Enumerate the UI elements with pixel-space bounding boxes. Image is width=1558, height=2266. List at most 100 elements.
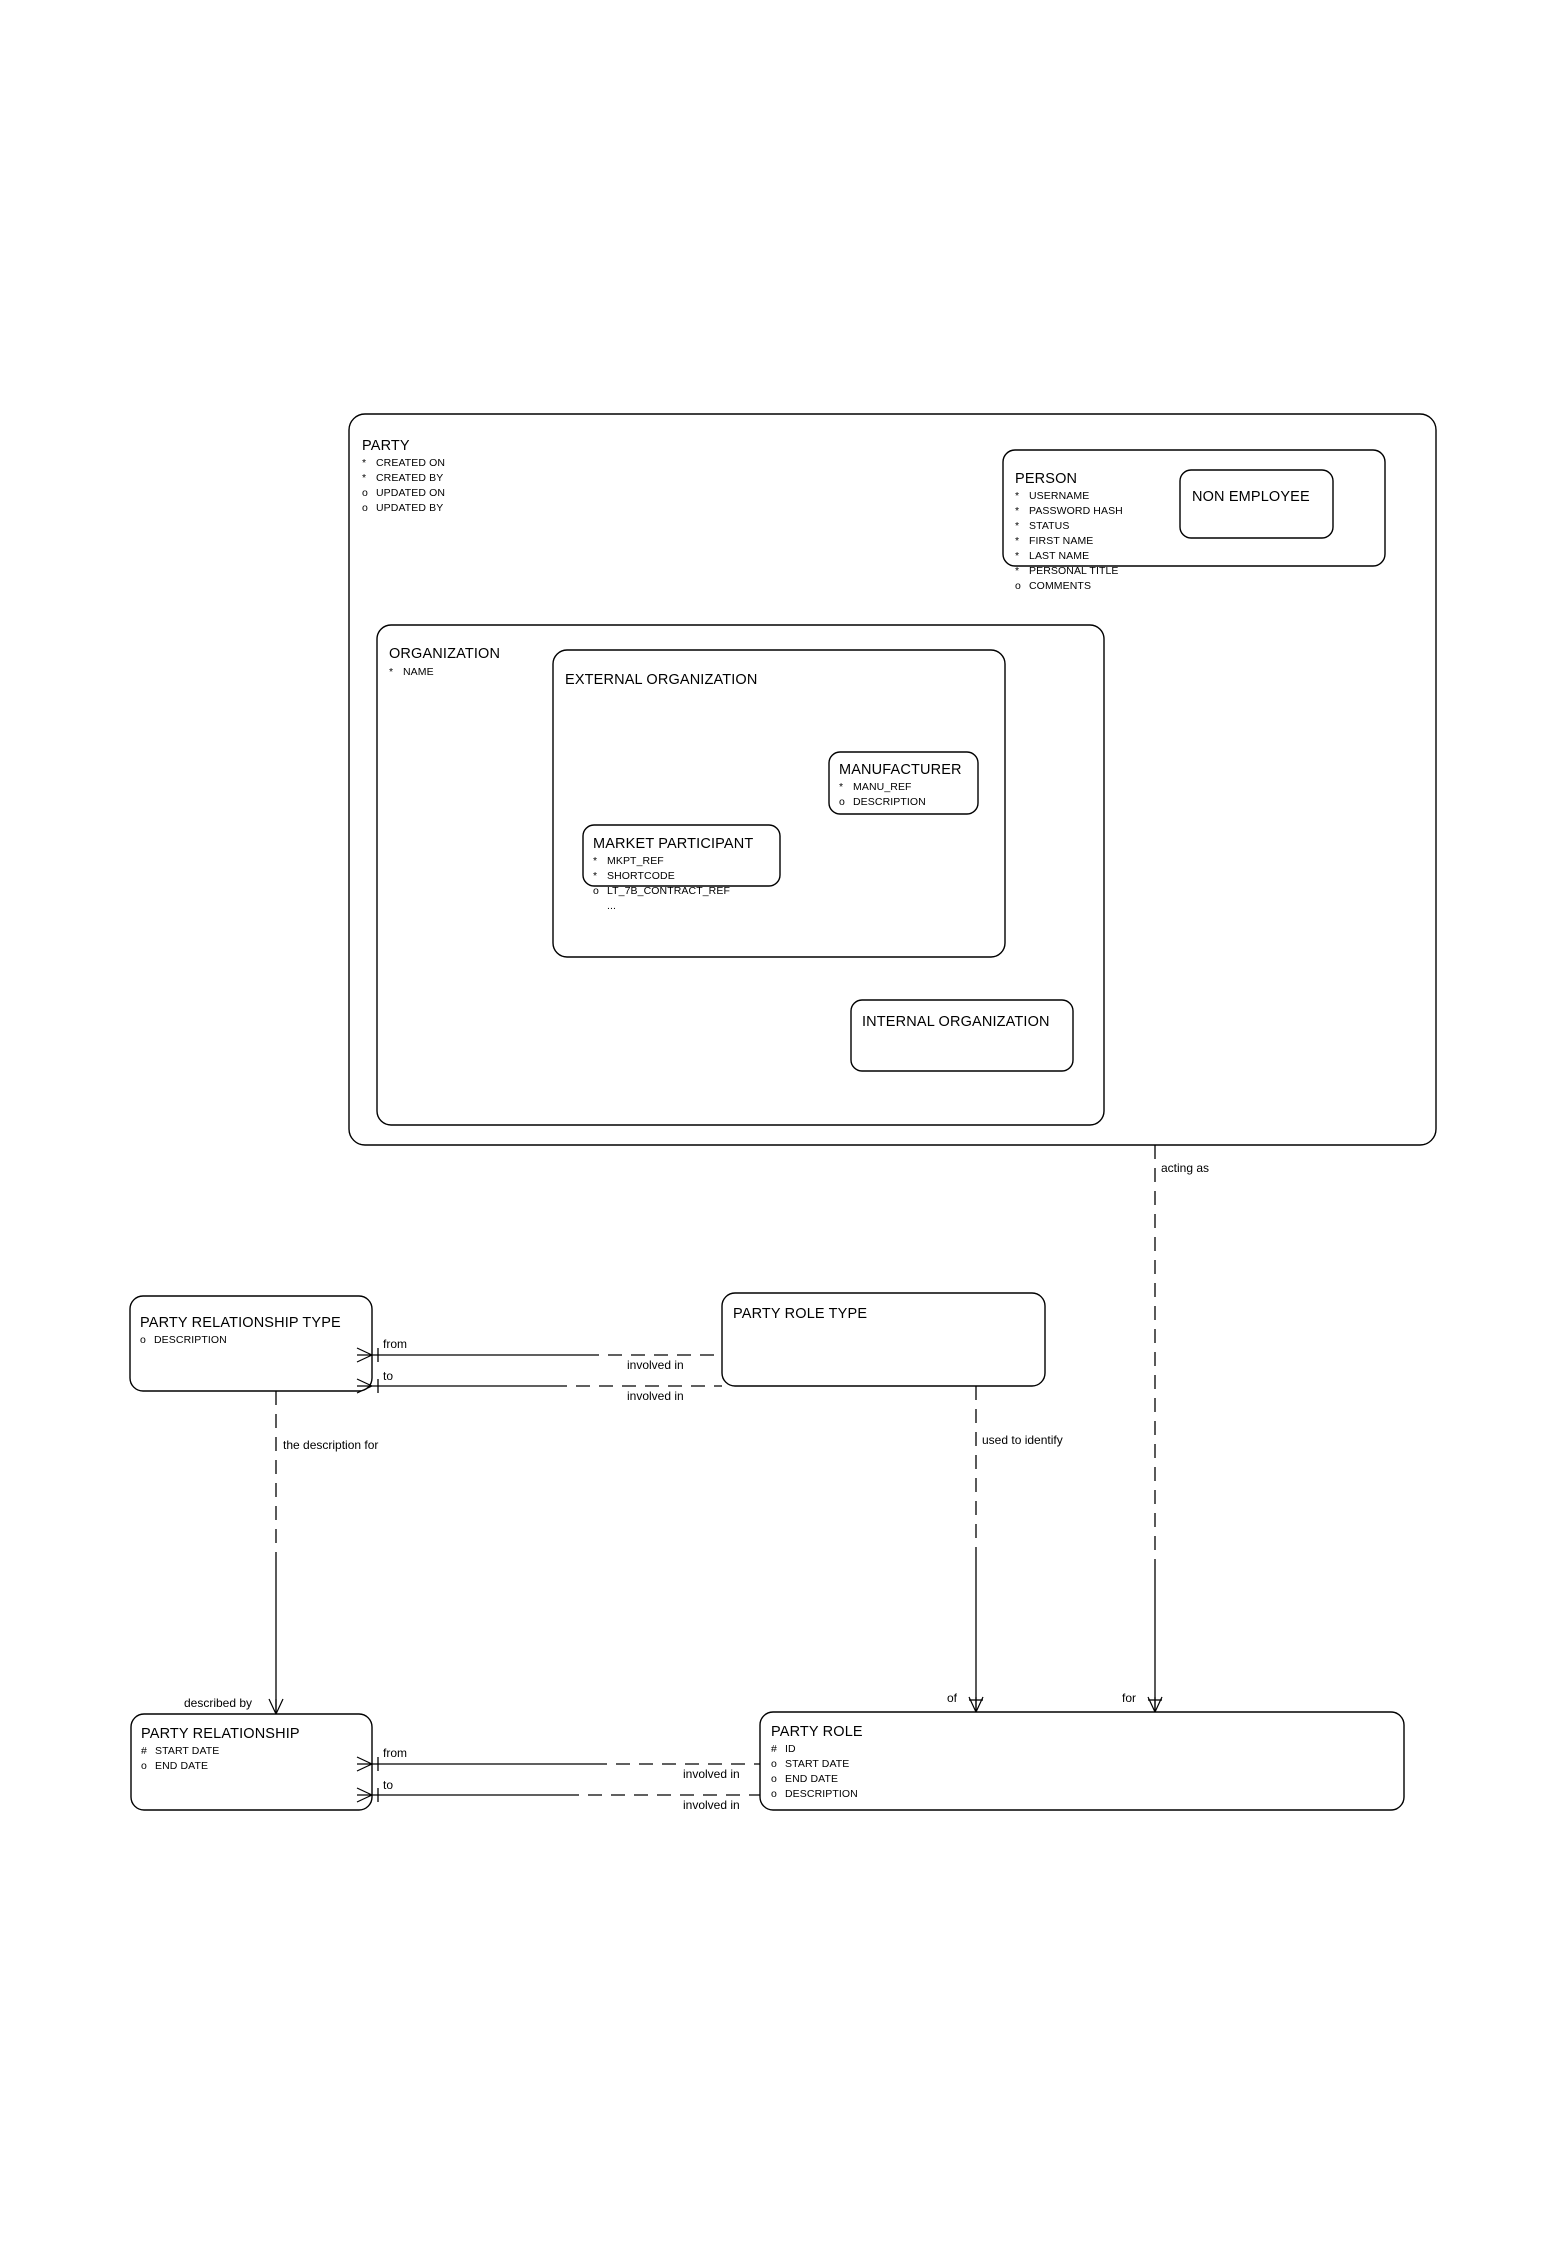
- entity-party-relationship-type-attr-0-name: DESCRIPTION: [154, 1334, 227, 1346]
- entity-market-participant[interactable]: MARKET PARTICIPANT * MKPT_REF * SHORTCOD…: [582, 824, 781, 912]
- entity-party-role-attr-0-marker: #: [771, 1743, 777, 1755]
- entity-market-participant-attr-2-name: LT_7B_CONTRACT_REF: [607, 885, 730, 897]
- rel-label-of: of: [947, 1691, 958, 1705]
- relationship-prtype-describes-prelationship[interactable]: the description for described by: [184, 1391, 378, 1715]
- entity-party-role-attr-0-name: ID: [785, 1743, 796, 1755]
- entity-person-attr-5-marker: *: [1015, 565, 1019, 577]
- rel-label-prt-involved-in-1: involved in: [627, 1358, 684, 1372]
- entity-person-title: PERSON: [1015, 471, 1077, 487]
- entity-organization-title: ORGANIZATION: [389, 646, 500, 662]
- rel-label-pr-to: to: [383, 1778, 393, 1792]
- entity-internal-organization[interactable]: INTERNAL ORGANIZATION: [850, 999, 1074, 1072]
- entity-market-participant-title: MARKET PARTICIPANT: [593, 836, 753, 852]
- entity-person-attr-5-name: PERSONAL TITLE: [1029, 565, 1119, 577]
- rel-label-prt-involved-in-2: involved in: [627, 1389, 684, 1403]
- crowsfoot-of: [968, 1696, 984, 1713]
- entity-party-relationship-type[interactable]: PARTY RELATIONSHIP TYPE o DESCRIPTION: [129, 1295, 373, 1392]
- entity-non-employee-title: NON EMPLOYEE: [1192, 489, 1310, 505]
- entity-party-box[interactable]: [348, 413, 1437, 1146]
- entity-internal-organization-box[interactable]: [850, 999, 1074, 1072]
- entity-market-participant-attr-0-name: MKPT_REF: [607, 855, 664, 867]
- entity-party-attr-1-marker: *: [362, 472, 366, 484]
- crowsfoot-prt-to: [356, 1378, 373, 1394]
- entity-party-role-box[interactable]: [759, 1711, 1405, 1811]
- crowsfoot-pr-to: [356, 1787, 373, 1803]
- entity-party-relationship-title: PARTY RELATIONSHIP: [141, 1726, 300, 1742]
- entity-non-employee[interactable]: NON EMPLOYEE: [1179, 469, 1334, 539]
- entity-party-role-attr-2-name: END DATE: [785, 1773, 838, 1785]
- entity-party-role-title: PARTY ROLE: [771, 1724, 863, 1740]
- entity-party-relationship-attr-0-marker: #: [141, 1745, 147, 1757]
- entity-person-attr-6-marker: o: [1015, 580, 1021, 592]
- entity-organization-attr-0-name: NAME: [403, 666, 434, 678]
- entity-party-role-attr-1-marker: o: [771, 1758, 777, 1770]
- relationship-party-acting-as-prole[interactable]: acting as for: [1122, 1145, 1209, 1713]
- entity-person-box[interactable]: [1002, 449, 1386, 567]
- rel-label-described-by: described by: [184, 1696, 252, 1710]
- entity-person-attr-3-name: FIRST NAME: [1029, 535, 1093, 547]
- entity-party-role-attr-3-name: DESCRIPTION: [785, 1788, 858, 1800]
- entity-party-role-type-title: PARTY ROLE TYPE: [733, 1306, 867, 1322]
- entity-person-attr-4-name: LAST NAME: [1029, 550, 1089, 562]
- entity-external-organization[interactable]: EXTERNAL ORGANIZATION: [552, 649, 1006, 958]
- entity-party-relationship-type-box[interactable]: [129, 1295, 373, 1392]
- relationship-prtype-from-involved-in[interactable]: from involved in: [356, 1337, 722, 1372]
- entity-manufacturer-attr-0-name: MANU_REF: [853, 781, 912, 793]
- entity-external-organization-box[interactable]: [552, 649, 1006, 958]
- entity-market-participant-attr-1-marker: *: [593, 870, 597, 882]
- entity-party-role-attr-3-marker: o: [771, 1788, 777, 1800]
- entity-market-participant-box[interactable]: [582, 824, 781, 887]
- entity-person-attr-6-name: COMMENTS: [1029, 580, 1091, 592]
- entity-person[interactable]: PERSON * USERNAME * PASSWORD HASH * STAT…: [1002, 449, 1386, 592]
- rel-label-for: for: [1122, 1691, 1136, 1705]
- entity-organization-box[interactable]: [376, 624, 1105, 1126]
- entity-person-attr-0-marker: *: [1015, 490, 1019, 502]
- entity-party-attr-3-marker: o: [362, 502, 368, 514]
- entity-party-attr-0-name: CREATED ON: [376, 457, 445, 469]
- entity-manufacturer-attr-1-marker: o: [839, 796, 845, 808]
- entity-party-role-attr-1-name: START DATE: [785, 1758, 849, 1770]
- rel-label-pr-from: from: [383, 1746, 407, 1760]
- relationship-prtype-to-involved-in[interactable]: to involved in: [356, 1369, 722, 1403]
- crowsfoot-described-by: [268, 1698, 284, 1715]
- entity-person-attr-1-name: PASSWORD HASH: [1029, 505, 1123, 517]
- entity-person-attr-4-marker: *: [1015, 550, 1019, 562]
- crowsfoot-prt-from: [356, 1347, 373, 1363]
- crowsfoot-pr-from: [356, 1756, 373, 1772]
- entity-manufacturer[interactable]: MANUFACTURER * MANU_REF o DESCRIPTION: [828, 751, 979, 815]
- entity-external-organization-title: EXTERNAL ORGANIZATION: [565, 672, 757, 688]
- entity-manufacturer-attr-0-marker: *: [839, 781, 843, 793]
- entity-party-relationship-box[interactable]: [130, 1713, 373, 1811]
- entity-manufacturer-attr-1-name: DESCRIPTION: [853, 796, 926, 808]
- relationship-prelationship-from-involved-in[interactable]: from involved in: [356, 1746, 760, 1781]
- rel-label-acting-as: acting as: [1161, 1161, 1209, 1175]
- entity-non-employee-box[interactable]: [1179, 469, 1334, 539]
- entity-party-relationship-attr-1-marker: o: [141, 1760, 147, 1772]
- entity-person-attr-1-marker: *: [1015, 505, 1019, 517]
- entity-manufacturer-box[interactable]: [828, 751, 979, 815]
- entity-person-attr-2-marker: *: [1015, 520, 1019, 532]
- entity-party-role[interactable]: PARTY ROLE # ID o START DATE o END DATE …: [759, 1711, 1405, 1811]
- entity-party[interactable]: PARTY * CREATED ON * CREATED BY o UPDATE…: [348, 413, 1437, 1146]
- relationship-prelationship-to-involved-in[interactable]: to involved in: [356, 1778, 760, 1812]
- entity-party-relationship[interactable]: PARTY RELATIONSHIP # START DATE o END DA…: [130, 1713, 373, 1811]
- entity-organization[interactable]: ORGANIZATION * NAME: [376, 624, 1105, 1126]
- entity-market-participant-attr-1-name: SHORTCODE: [607, 870, 675, 882]
- relationship-proletype-identifies-prole[interactable]: used to identify of: [947, 1386, 1063, 1713]
- entity-party-role-type-box[interactable]: [721, 1292, 1046, 1387]
- entity-party-role-type[interactable]: PARTY ROLE TYPE: [721, 1292, 1046, 1387]
- entity-market-participant-attr-2-marker: o: [593, 885, 599, 897]
- entity-party-title: PARTY: [362, 438, 410, 454]
- entity-person-attr-3-marker: *: [1015, 535, 1019, 547]
- crowsfoot-for: [1147, 1696, 1163, 1713]
- entity-party-relationship-type-title: PARTY RELATIONSHIP TYPE: [140, 1315, 341, 1331]
- entity-person-attr-0-name: USERNAME: [1029, 490, 1089, 502]
- entity-party-attr-2-marker: o: [362, 487, 368, 499]
- rel-label-prt-to: to: [383, 1369, 393, 1383]
- entity-manufacturer-title: MANUFACTURER: [839, 762, 962, 778]
- entity-organization-attr-0-marker: *: [389, 666, 393, 678]
- rel-label-pr-involved-in-1: involved in: [683, 1767, 740, 1781]
- rel-label-the-description-for: the description for: [283, 1438, 378, 1452]
